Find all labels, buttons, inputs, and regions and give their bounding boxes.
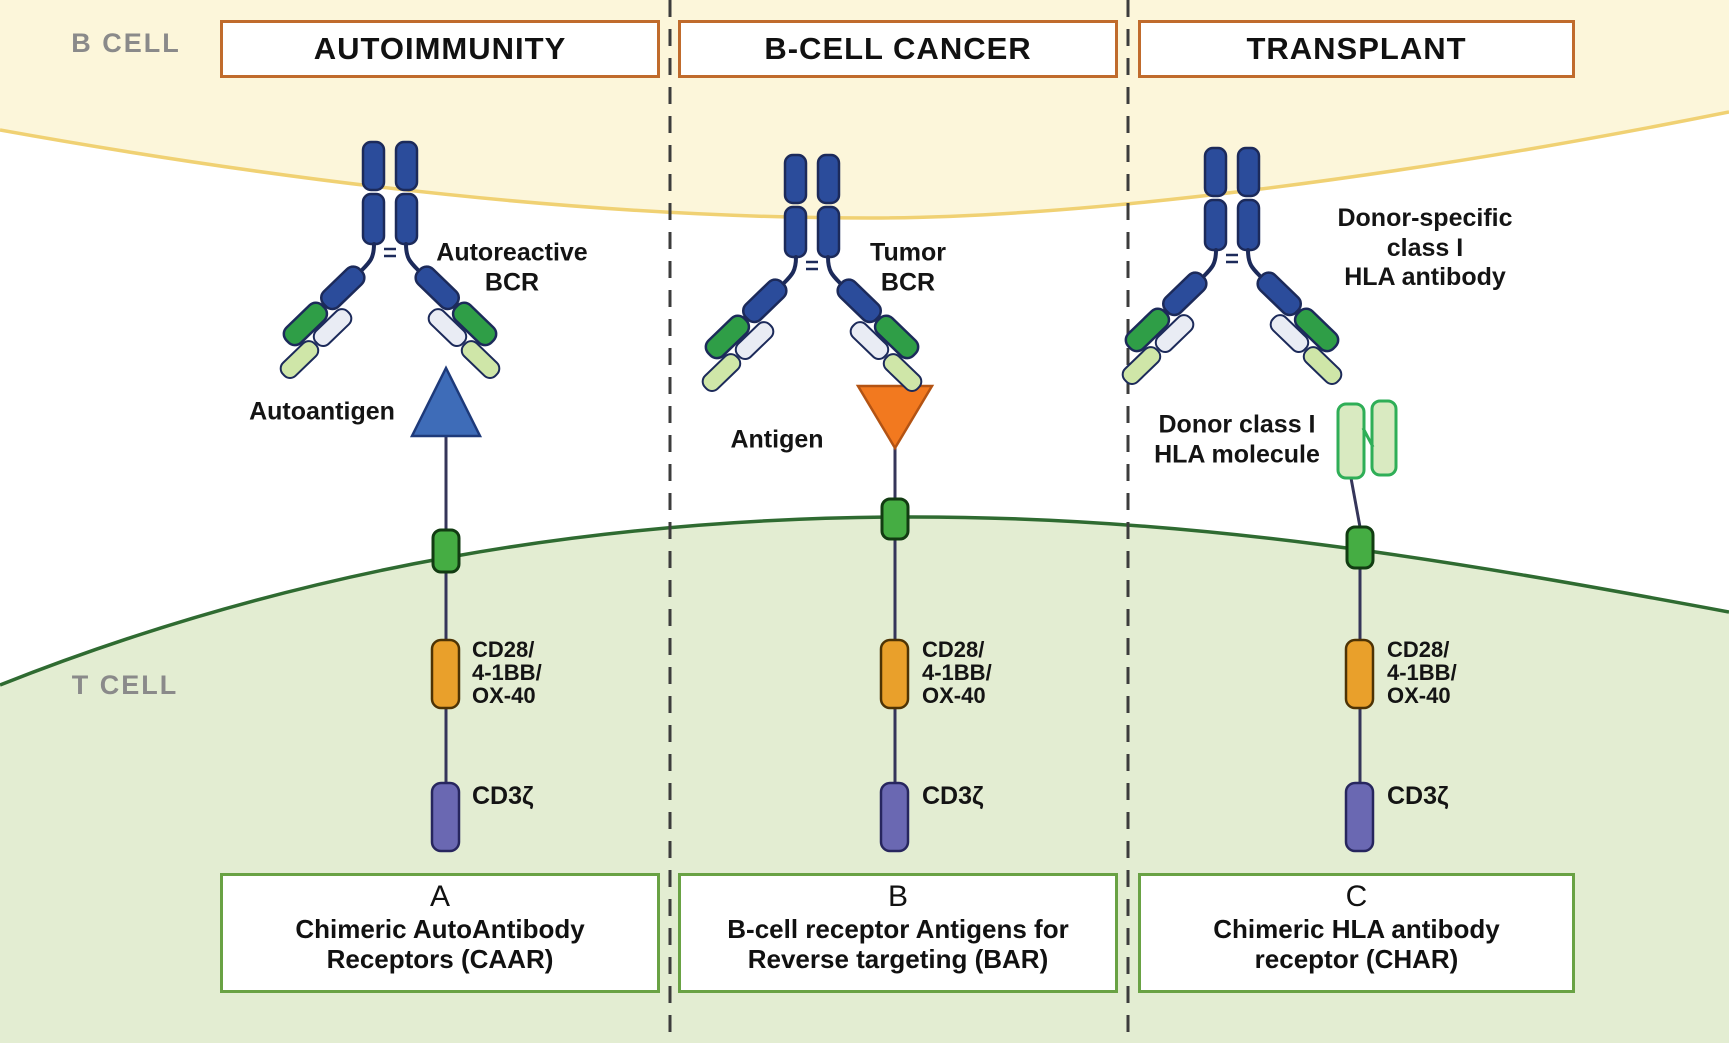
- cd3zeta-domain: [879, 781, 910, 853]
- cd3zeta-domain: [1344, 781, 1375, 853]
- costimulatory-domain: [879, 638, 910, 710]
- costim-label-panel-c: CD28/ 4-1BB/ OX-40: [1387, 637, 1457, 708]
- caption-title-caar: Chimeric AutoAntibody Receptors (CAAR): [295, 914, 585, 974]
- costimulatory-domain: [430, 638, 461, 710]
- cd3zeta-label-panel-b: CD3ζ: [922, 782, 984, 810]
- transmembrane-domain: [1345, 525, 1375, 570]
- transmembrane-domain: [431, 528, 461, 574]
- caption-letter-b: B: [887, 880, 908, 913]
- hla-molecule-domain: [1336, 402, 1366, 480]
- costimulatory-domain: [1344, 638, 1375, 710]
- autoreactive-bcr-label: Autoreactive BCR: [436, 238, 588, 297]
- transmembrane-domain: [880, 497, 910, 541]
- tumor-bcr-label: Tumor BCR: [870, 238, 946, 297]
- hla-domain-connector: [1361, 427, 1375, 448]
- header-b-cell-cancer: B-CELL CANCER: [678, 20, 1118, 78]
- donor-class-i-hla-molecule-label: Donor class I HLA molecule: [1154, 410, 1320, 469]
- caption-title-char: Chimeric HLA antibody receptor (CHAR): [1213, 914, 1500, 974]
- caption-letter-a: A: [429, 880, 450, 913]
- cd3zeta-label-panel-c: CD3ζ: [1387, 782, 1449, 810]
- b-cell-label: B CELL: [71, 28, 181, 59]
- header-transplant: TRANSPLANT: [1138, 20, 1575, 78]
- cd3zeta-domain: [430, 781, 461, 853]
- cd3zeta-label-panel-a: CD3ζ: [472, 782, 534, 810]
- antigen-triangle: [855, 384, 935, 451]
- donor-specific-hla-antibody-label: Donor-specific class I HLA antibody: [1337, 203, 1513, 291]
- char-stem: [1349, 477, 1362, 783]
- costim-label-panel-b: CD28/ 4-1BB/ OX-40: [922, 637, 992, 708]
- caption-title-bar: B-cell receptor Antigens for Reverse tar…: [727, 914, 1069, 974]
- hla-molecule-domain: [1370, 399, 1398, 477]
- caption-letter-c: C: [1345, 880, 1368, 913]
- autoantigen-triangle: [409, 365, 483, 438]
- costim-label-panel-a: CD28/ 4-1BB/ OX-40: [472, 637, 542, 708]
- b-cell-membrane: [0, 110, 1729, 220]
- autoantigen-label: Autoantigen: [249, 397, 395, 426]
- caption-box-bar: B B-cell receptor Antigens for Reverse t…: [678, 873, 1118, 993]
- caption-box-caar: A Chimeric AutoAntibody Receptors (CAAR): [220, 873, 660, 993]
- header-autoimmunity: AUTOIMMUNITY: [220, 20, 660, 78]
- antigen-label: Antigen: [730, 425, 824, 454]
- caption-box-char: C Chimeric HLA antibody receptor (CHAR): [1138, 873, 1575, 993]
- t-cell-label: T CELL: [71, 670, 179, 701]
